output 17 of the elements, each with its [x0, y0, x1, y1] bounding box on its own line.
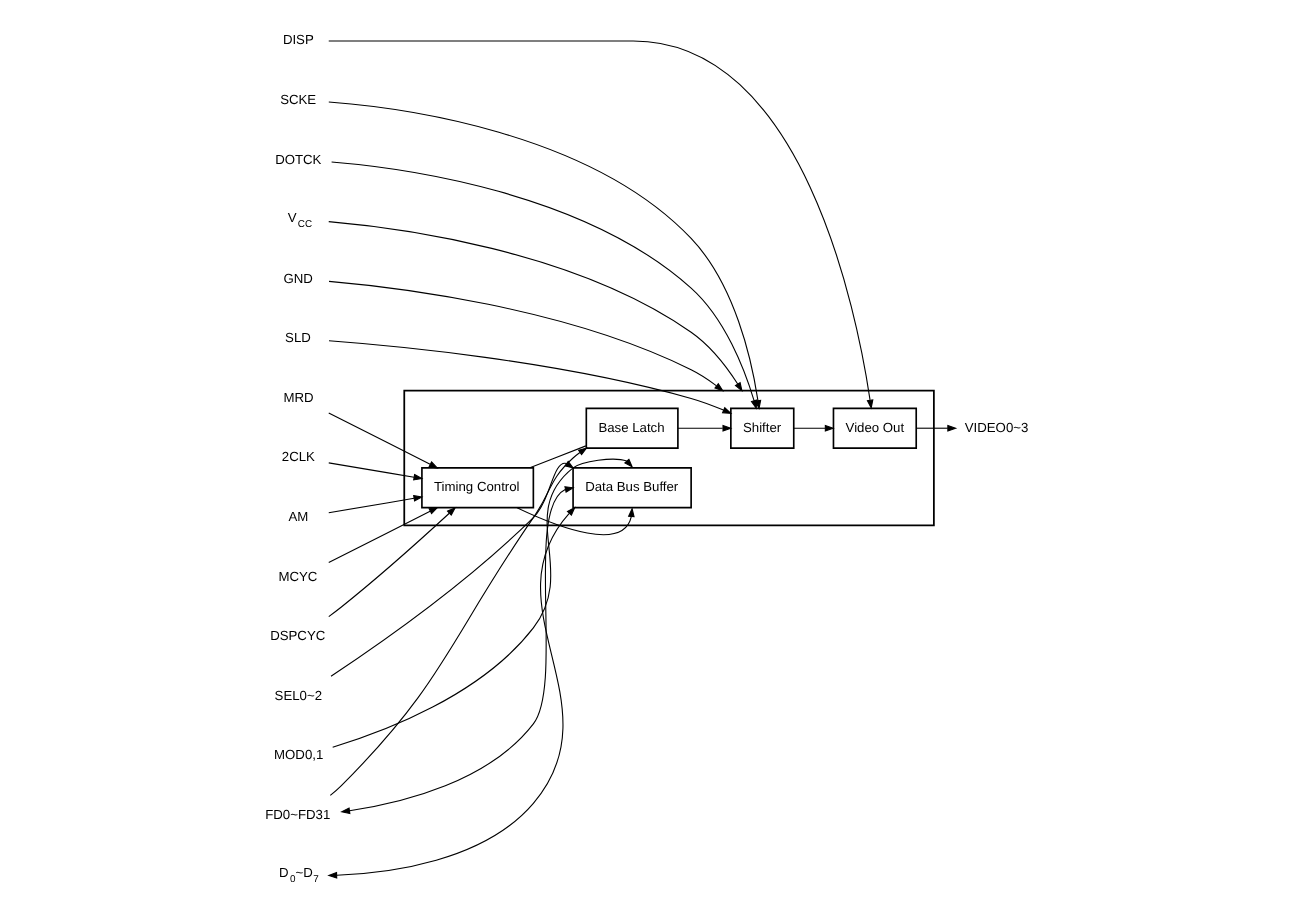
arrow — [915, 424, 958, 432]
arrow — [340, 486, 575, 815]
arrow — [329, 447, 588, 796]
arrow — [328, 506, 457, 618]
arrow — [328, 340, 733, 414]
arrow — [793, 424, 835, 432]
cluster — [403, 389, 935, 527]
arrow — [327, 506, 576, 879]
arrow — [328, 462, 424, 481]
arrow — [328, 495, 424, 514]
arrow — [677, 424, 733, 432]
arrow — [328, 280, 725, 392]
arrow — [516, 507, 635, 536]
arrow — [328, 412, 439, 469]
arrow — [331, 161, 758, 410]
arrow — [328, 221, 743, 393]
arrow — [328, 506, 439, 564]
